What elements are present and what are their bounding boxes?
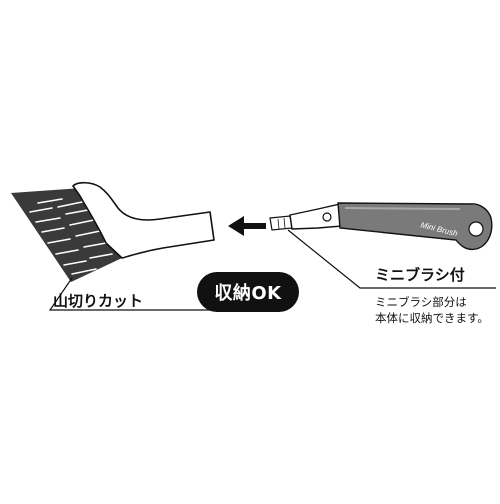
mini-brush-rivet — [322, 212, 332, 222]
brush-head — [72, 181, 215, 259]
mini-brush-label: ミニブラシ付 — [375, 266, 465, 284]
cut-leader-line — [48, 277, 215, 311]
storage-badge: 収納OK — [197, 272, 299, 312]
mini-brush-handle — [337, 202, 493, 251]
mini-brush-tip — [269, 215, 293, 231]
cut-label: 山切りカット — [53, 292, 144, 310]
mini-brush-hole — [468, 221, 484, 237]
mini-brush-desc-line2: 本体に収納できます。 — [375, 311, 489, 325]
mini-brush-desc-line1: ミニブラシ部分は — [375, 295, 467, 309]
mini-brush-neck — [289, 203, 343, 230]
bristle-texture — [29, 198, 113, 275]
mini-leader-line — [287, 229, 496, 289]
arrow-left-icon — [228, 216, 266, 236]
